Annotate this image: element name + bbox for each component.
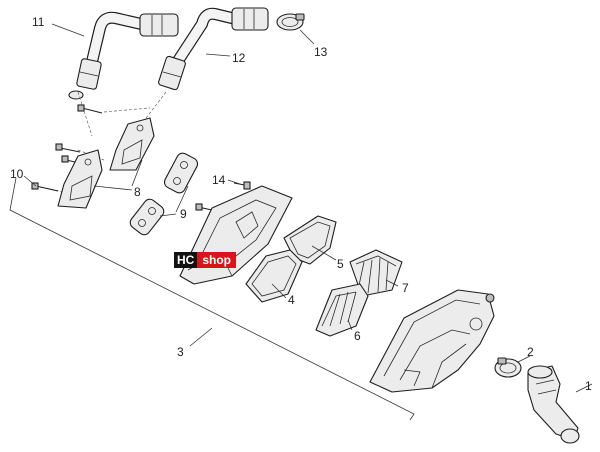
callout-6: 6: [354, 329, 361, 343]
callout-12: 12: [232, 51, 246, 65]
callout-13: 13: [314, 45, 328, 59]
leader-13: [299, 29, 315, 45]
callout-4: 4: [288, 293, 295, 307]
part-11-hose: [68, 11, 179, 100]
watermark-part-1: HC: [174, 252, 198, 268]
part-2-clamp: [494, 357, 522, 378]
watermark-part-2: shop: [197, 252, 237, 268]
shop-watermark: HC shop: [174, 252, 237, 268]
airbox-housing: [369, 289, 495, 393]
callout-1: 1: [585, 379, 592, 393]
leader-2: [517, 355, 531, 363]
leader-8b: [93, 185, 133, 191]
callout-10: 10: [10, 167, 24, 181]
callout-11: 11: [32, 15, 45, 29]
leader-8a: [131, 159, 143, 187]
part-9-gasket-lower: [129, 198, 165, 236]
assembly-bracket-line: [9, 177, 415, 421]
part-4-seal-inner: [251, 255, 297, 297]
leader-10: [23, 175, 37, 187]
leader-9a: [175, 185, 189, 213]
part-9-gasket-upper: [163, 152, 199, 194]
part-5-seal-inner: [289, 221, 331, 259]
part-13-clamp: [276, 13, 305, 31]
leader-7: [385, 279, 399, 287]
callout-14: 14: [212, 173, 226, 187]
callout-2: 2: [527, 345, 534, 359]
leader-4: [271, 283, 287, 299]
callout-8: 8: [134, 185, 141, 199]
leader-6: [347, 319, 353, 331]
part-12-hose: [158, 7, 269, 91]
callout-3: 3: [177, 345, 184, 359]
part-8-bracket-lower: [57, 149, 103, 209]
callout-5: 5: [337, 257, 344, 271]
leader-12: [205, 53, 231, 57]
leader-14: [227, 179, 241, 185]
leader-1: [575, 383, 593, 393]
callout-labels: 1 2 3 4 5 6 7 8 9 10 11 12 13 14: [10, 15, 592, 393]
leader-9b: [159, 213, 177, 217]
part-1-intake-duct: [527, 365, 580, 444]
part-4-seal: [245, 249, 303, 303]
part-14-screw: [195, 181, 251, 211]
part-6-filter: [315, 283, 369, 337]
leader-5: [311, 245, 337, 261]
leader-11: [51, 23, 85, 37]
callout-9: 9: [180, 207, 187, 221]
part-8-bracket-upper: [109, 117, 155, 171]
callout-7: 7: [402, 281, 409, 295]
leader-3: [189, 327, 213, 347]
